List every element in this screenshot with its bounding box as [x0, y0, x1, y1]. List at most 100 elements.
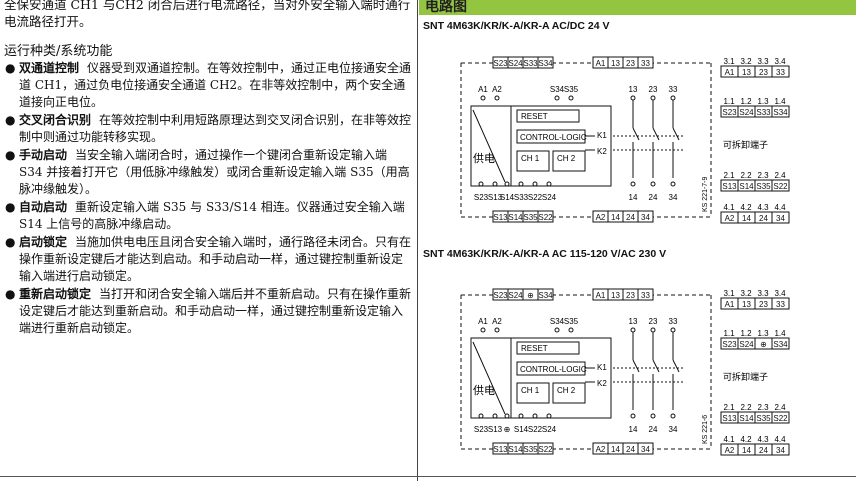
pin-label: ⊕	[504, 425, 511, 434]
bullet-icon: ●	[5, 148, 16, 162]
pin-label: 34	[669, 193, 678, 202]
pin-label: 33	[669, 317, 678, 326]
pin-label: S22	[528, 193, 543, 202]
top-terminal-label: 23	[626, 291, 635, 300]
terminal-number: 2.3	[757, 403, 769, 412]
ch2-box	[552, 382, 586, 404]
top-terminal-label: 13	[611, 59, 620, 68]
pin-node	[670, 181, 676, 187]
side-terminal-label: 14	[742, 446, 751, 455]
pin-node	[546, 181, 552, 187]
side-terminal-label: A1	[725, 68, 735, 77]
side-terminal-cell	[771, 65, 790, 78]
bottom-terminal-label: 34	[641, 445, 650, 454]
pin-node	[670, 413, 676, 419]
feature-text: 当施加供电电压且闭合安全输入端时，通行路径未闭合。只有在操作重新设定键后才能达到…	[19, 235, 412, 283]
pin-label: 14	[629, 193, 638, 202]
pin-node	[568, 95, 574, 101]
pin-label: S23	[474, 425, 489, 434]
pin-label: S35	[564, 317, 579, 326]
top-terminal-label: S23	[493, 59, 508, 68]
relay-k1-label: K1	[597, 131, 607, 140]
wire	[652, 127, 660, 141]
side-terminal-label: 23	[759, 68, 768, 77]
pin-node	[650, 327, 656, 333]
side-terminal-label: S34	[773, 108, 788, 117]
side-terminal-label: A1	[725, 300, 735, 309]
pin-label: A2	[492, 85, 502, 94]
side-terminal-label: 13	[742, 68, 751, 77]
pin-node	[630, 181, 636, 187]
pin-node	[478, 413, 484, 419]
feature-term: 自动启动	[19, 200, 68, 214]
terminal-number: 4.3	[757, 435, 769, 444]
side-terminal-label: S34	[773, 340, 788, 349]
bottom-terminal-label: S22	[538, 445, 553, 454]
pin-label: S13	[488, 193, 503, 202]
top-terminal-cell	[537, 288, 554, 301]
terminal-number: 2.1	[723, 171, 735, 180]
side-terminal-label: S14	[739, 182, 754, 191]
feature-term: 手动启动	[19, 148, 68, 162]
terminal-number: 3.4	[774, 57, 786, 66]
terminal-number: 1.2	[740, 97, 752, 106]
side-terminal-cell	[771, 337, 790, 350]
top-terminal-label: 33	[641, 291, 650, 300]
bottom-terminal-label: 14	[611, 445, 620, 454]
pin-node	[494, 327, 500, 333]
bottom-terminal-label: S35	[523, 445, 538, 454]
side-terminal-label: S35	[756, 414, 771, 423]
pin-node	[670, 95, 676, 101]
side-terminal-label: S22	[773, 182, 788, 191]
side-terminal-label: S24	[739, 108, 754, 117]
pin-label: 13	[629, 85, 638, 94]
terminal-number: 4.2	[740, 203, 752, 212]
terminal-number: 4.1	[723, 435, 735, 444]
top-terminal-label: S24	[508, 59, 523, 68]
side-terminal-cell	[771, 211, 790, 224]
bottom-terminal-label: S22	[538, 213, 553, 222]
pin-node	[630, 95, 636, 101]
pin-node	[478, 181, 484, 187]
removable-label: 可拆卸端子	[723, 139, 768, 150]
wire	[472, 109, 506, 183]
feature-item: ●手动启动当安全输入端闭合时，通过操作一个键闭合重新设定输入端 S34 并接着打…	[4, 147, 414, 198]
left-column: 全保安通道 CH1 与CH2 闭合后进行电流路径，当对外安全输入端时通行电流路径…	[0, 0, 418, 481]
logic-label: CONTROL-LOGIC	[520, 133, 587, 142]
side-terminal-label: 34	[776, 446, 785, 455]
top-terminal-label: A1	[596, 59, 606, 68]
feature-list: ●双通道控制仪器受到双通道控制。在等效控制中，通过正电位接通安全通道 CH1，通…	[4, 60, 414, 338]
ch1-label: CH 1	[521, 386, 540, 395]
side-terminal-cell	[771, 443, 790, 456]
pin-node	[554, 95, 560, 101]
terminal-number: 3.1	[723, 57, 735, 66]
pin-label: S24	[542, 425, 557, 434]
top-terminal-label: S33	[523, 59, 538, 68]
pin-label: S13	[488, 425, 503, 434]
side-terminal-label: A2	[725, 214, 735, 223]
pin-node	[554, 327, 560, 333]
pin-label: 14	[629, 425, 638, 434]
pin-node	[504, 413, 510, 419]
side-terminal-cell	[771, 179, 790, 192]
ch1-box	[516, 150, 550, 172]
terminal-number: 2.1	[723, 403, 735, 412]
pin-label: S14	[500, 193, 515, 202]
top-terminal-label: S34	[538, 59, 553, 68]
side-terminal-label: S13	[722, 414, 737, 423]
pin-label: 24	[649, 193, 658, 202]
pin-label: 13	[629, 317, 638, 326]
side-terminal-label: S23	[722, 340, 737, 349]
terminal-number: 3.2	[740, 57, 752, 66]
pin-node	[504, 181, 510, 187]
bottom-terminal-label: 24	[626, 213, 635, 222]
bottom-terminal-cell	[637, 442, 654, 455]
pin-label: A2	[492, 317, 502, 326]
pin-label: S14	[514, 425, 529, 434]
terminal-number: 2.4	[774, 403, 786, 412]
diagram-code: KS 221-6	[702, 415, 709, 444]
pin-node	[650, 181, 656, 187]
side-terminal-label: S35	[756, 182, 771, 191]
bottom-terminal-label: A2	[596, 445, 606, 454]
